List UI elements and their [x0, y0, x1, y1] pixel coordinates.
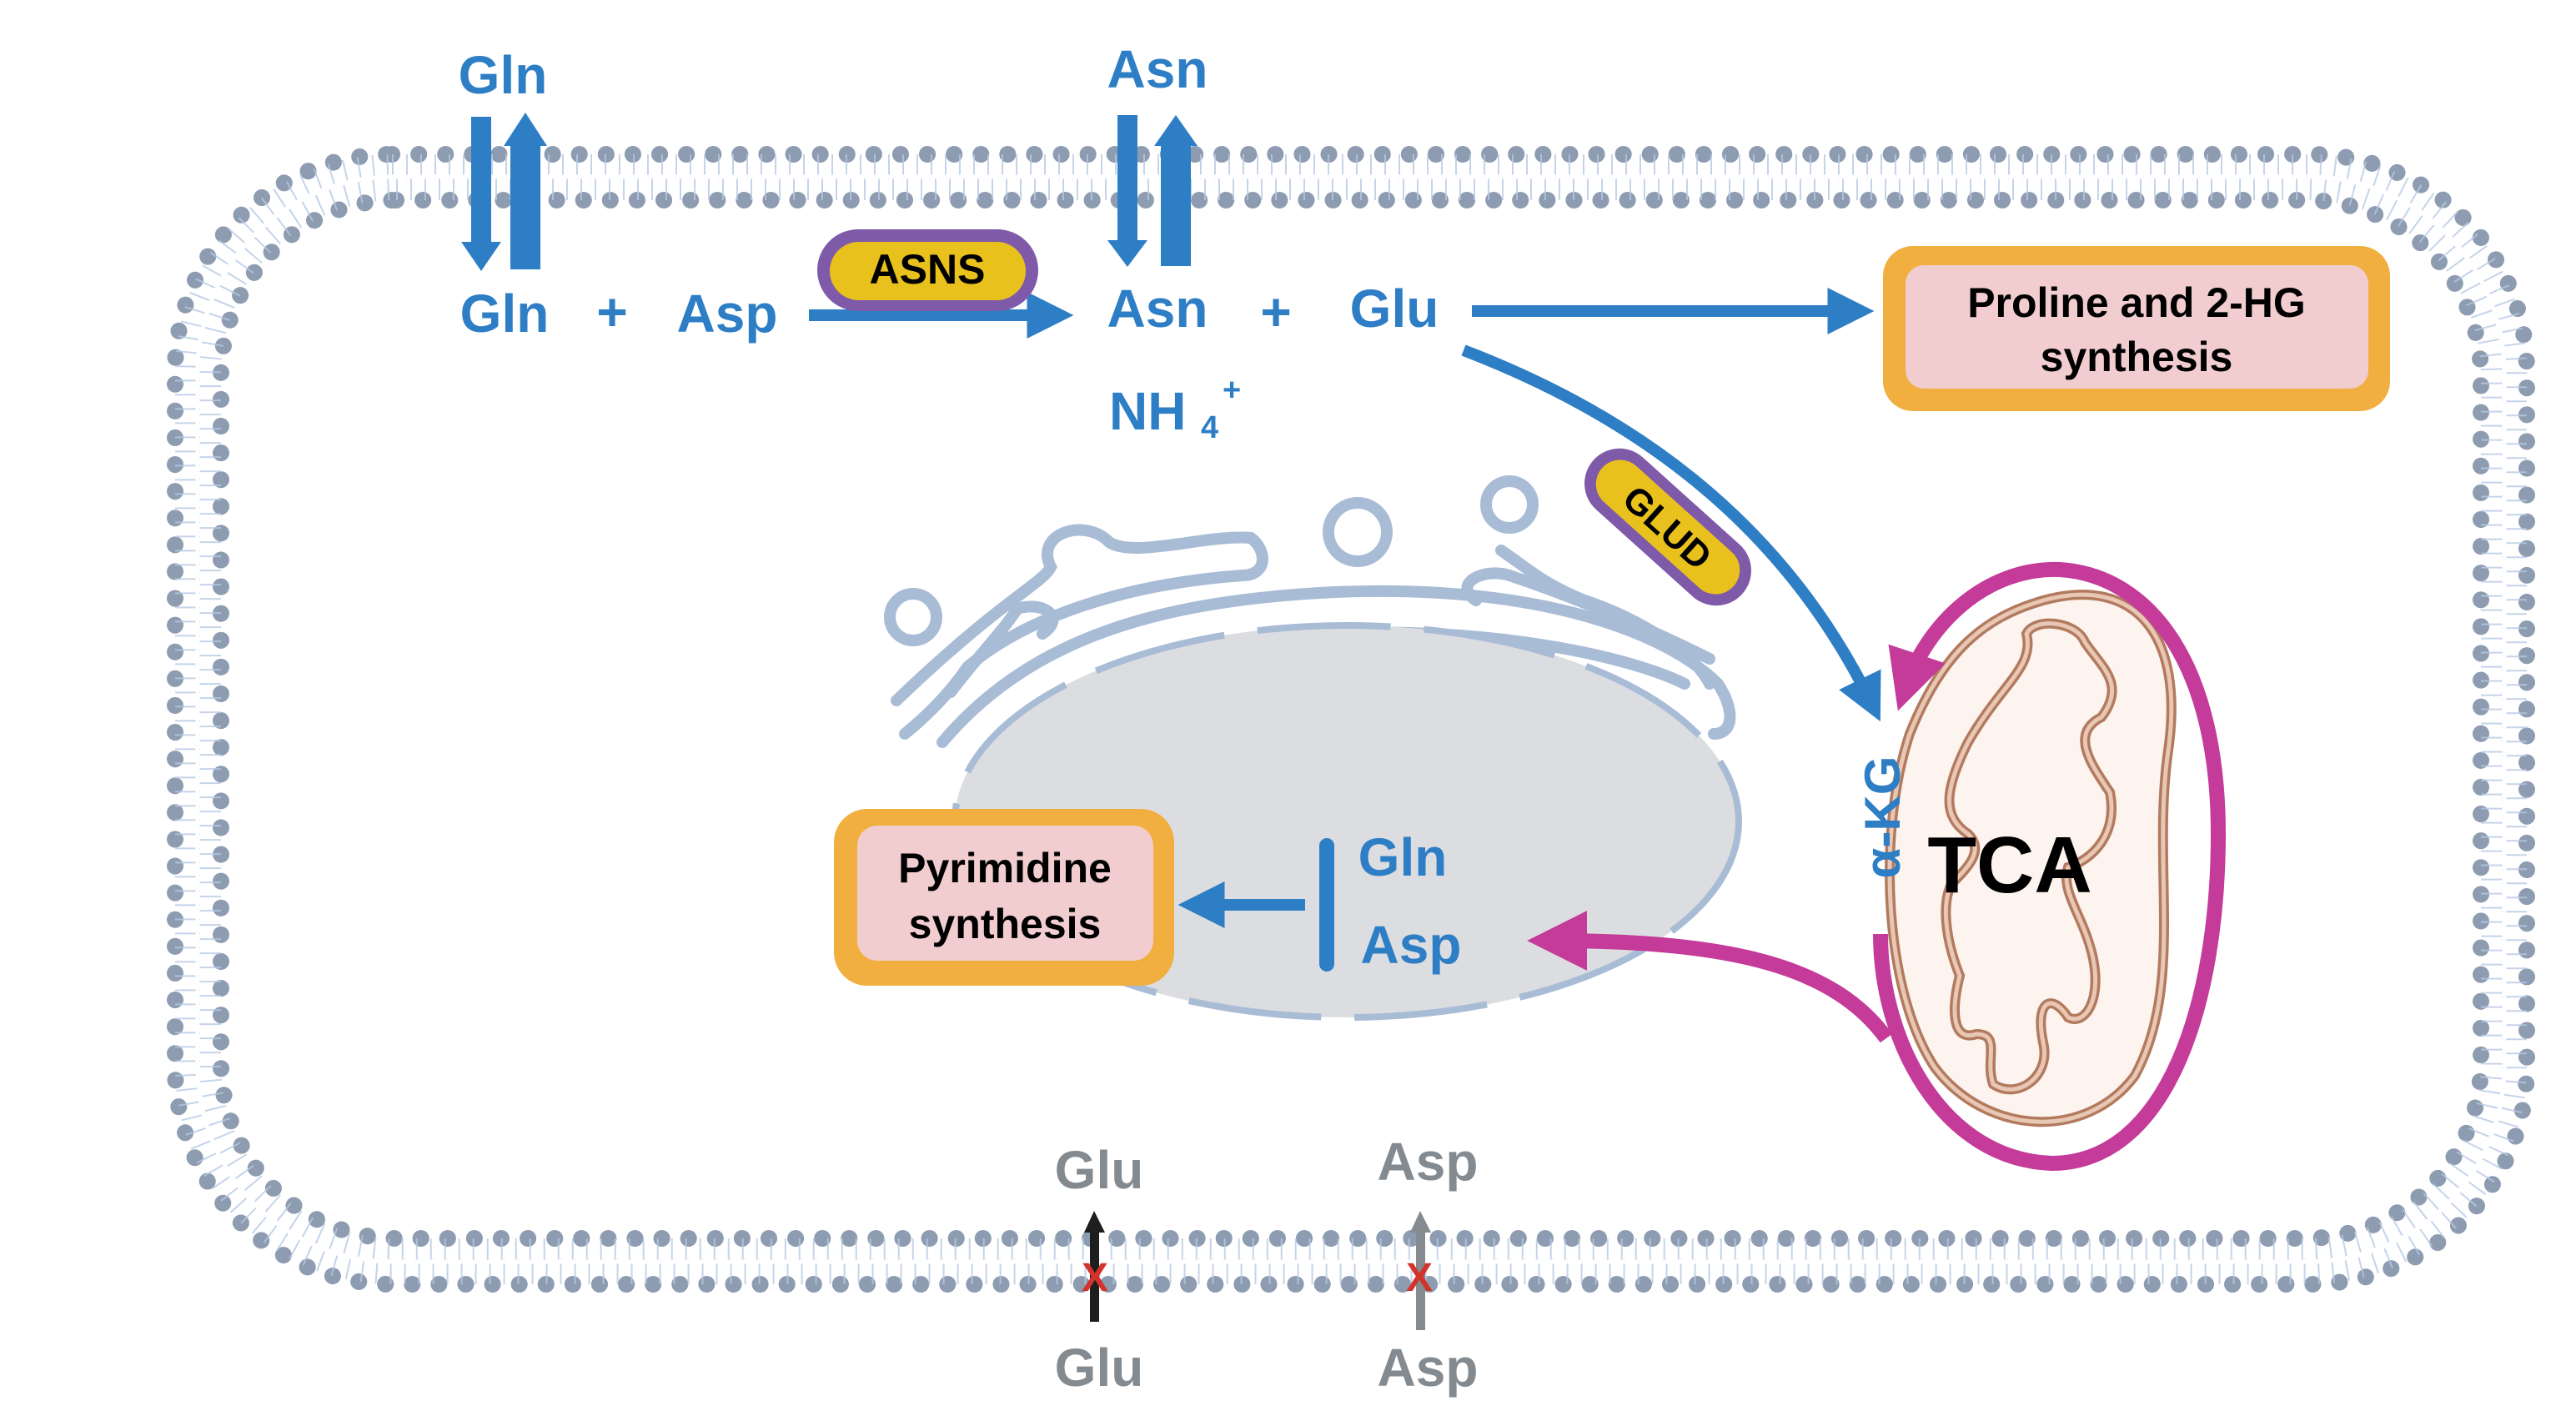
svg-text:synthesis: synthesis	[2041, 334, 2233, 380]
tca-to-asp-arrow	[1527, 911, 1893, 1043]
nucleus-asp-label: Asp	[1361, 915, 1462, 975]
gln-transporter	[461, 113, 547, 271]
glu-product-label: Glu	[1350, 279, 1439, 339]
svg-text:4: 4	[1201, 410, 1218, 445]
nucleus-gln-label: Gln	[1358, 827, 1448, 887]
proline-2hg-synthesis-box: Proline and 2-HG synthesis	[1883, 246, 2390, 411]
svg-text:+: +	[1223, 373, 1241, 408]
asp-outside-label: Asp	[1378, 1132, 1479, 1192]
ammonium-label: NH 4 +	[1109, 373, 1241, 445]
glu-to-akg-arrow	[1461, 344, 1881, 722]
cell-membrane	[167, 146, 2535, 1293]
asn-transporter	[1107, 115, 1198, 267]
asn-extracellular-label: Asn	[1107, 39, 1208, 99]
svg-text:Pyrimidine: Pyrimidine	[898, 845, 1112, 891]
plus-sign: +	[1260, 282, 1291, 342]
asp-block-x-icon: X	[1406, 1256, 1433, 1300]
tca-label: TCA	[1927, 821, 2091, 910]
svg-text:NH: NH	[1109, 381, 1186, 441]
asp-inside-label: Asp	[1378, 1338, 1479, 1398]
asp-substrate-label: Asp	[677, 284, 778, 344]
glu-efflux-blocked	[1084, 1211, 1105, 1322]
gln-extracellular-label: Gln	[459, 45, 548, 105]
gln-substrate-label: Gln	[460, 284, 550, 344]
tca-cycle-arrow	[1873, 561, 2227, 1172]
asn-product-label: Asn	[1107, 279, 1208, 339]
asns-enzyme: ASNS	[817, 229, 1038, 311]
asns-label: ASNS	[870, 246, 986, 293]
nucleus-bracket	[1319, 838, 1334, 972]
asp-efflux-blocked	[1410, 1211, 1431, 1330]
mitochondrion	[1885, 590, 2177, 1127]
pyrimidine-synthesis-box: Pyrimidine synthesis	[834, 809, 1174, 986]
svg-text:Proline and 2-HG: Proline and 2-HG	[1967, 279, 2306, 326]
svg-text:synthesis: synthesis	[909, 901, 1102, 947]
glu-outside-label: Glu	[1055, 1140, 1144, 1200]
plus-sign: +	[596, 282, 627, 342]
glu-inside-label: Glu	[1055, 1338, 1144, 1398]
alpha-kg-label: α-KG	[1855, 756, 1911, 879]
glu-block-x-icon: X	[1082, 1256, 1108, 1300]
